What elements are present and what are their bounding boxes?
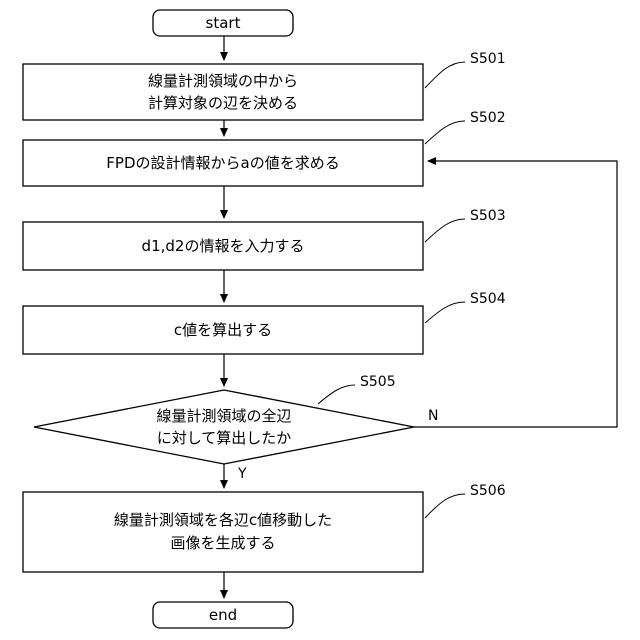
step-s503-leader <box>425 219 465 242</box>
branch-no-label: N <box>428 408 438 424</box>
step-s503-line1: d1,d2の情報を入力する <box>142 237 305 255</box>
decision-s505-diamond <box>34 390 414 464</box>
step-s506-line1: 線量計測領域を各辺c値移動した <box>114 511 332 529</box>
step-s502-line1: FPDの設計情報からaの値を求める <box>106 154 339 172</box>
decision-s505-id: S505 <box>360 374 396 390</box>
step-s502-leader <box>425 121 465 144</box>
step-s506-id: S506 <box>470 483 506 499</box>
start-label: start <box>206 14 241 32</box>
step-s506-leader <box>425 494 465 518</box>
decision-s505-leader <box>318 385 355 404</box>
step-s504-id: S504 <box>470 291 506 307</box>
connector-s505-s502-no <box>414 161 617 427</box>
step-s501-leader <box>425 62 465 88</box>
step-s506-box <box>23 492 423 572</box>
step-s501-line1: 線量計測領域の中から <box>148 72 298 90</box>
step-s501-line2: 計算対象の辺を決める <box>148 94 298 112</box>
step-s504-leader <box>425 302 465 323</box>
step-s504-line1: c値を算出する <box>174 321 272 339</box>
decision-s505-line1: 線量計測領域の全辺 <box>156 407 291 425</box>
step-s501-id: S501 <box>470 51 506 67</box>
decision-s505-line2: に対して算出したか <box>157 429 292 447</box>
branch-yes-label: Y <box>237 466 247 482</box>
step-s502-id: S502 <box>470 110 506 126</box>
step-s506-line2: 画像を生成する <box>170 534 275 552</box>
step-s503-id: S503 <box>470 208 506 224</box>
end-label: end <box>209 606 237 624</box>
